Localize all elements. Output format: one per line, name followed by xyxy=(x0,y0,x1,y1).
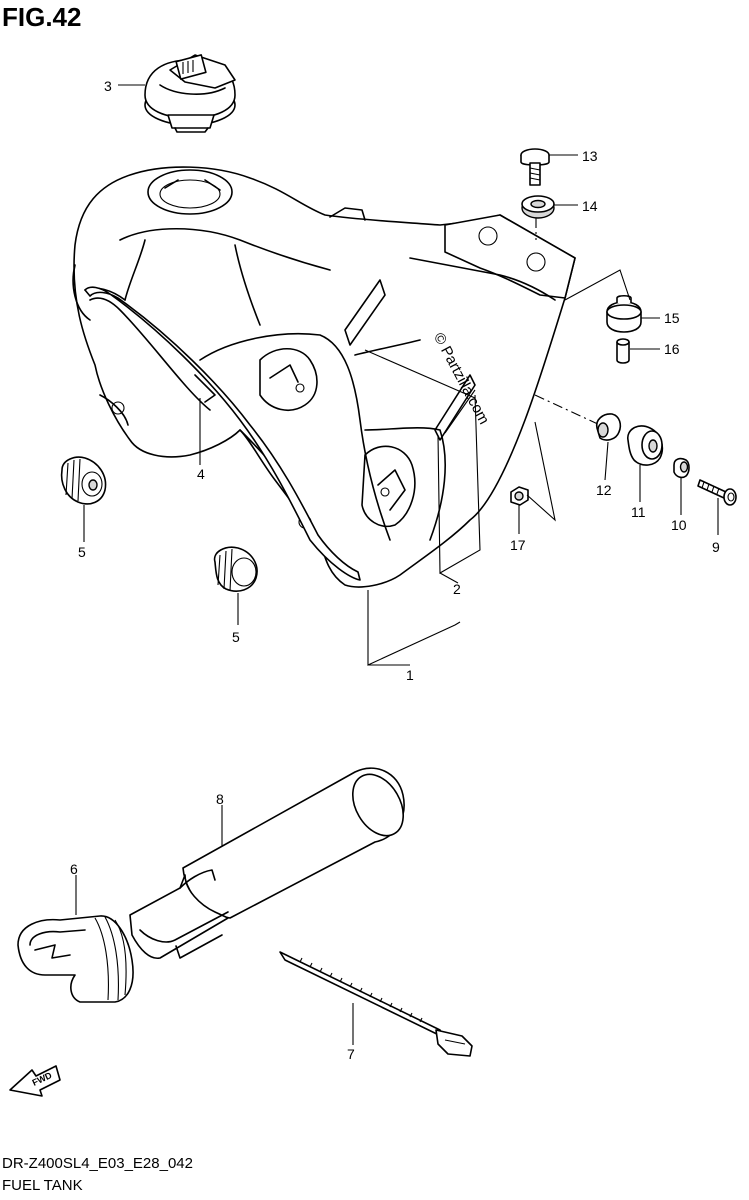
protector-tube xyxy=(129,767,405,960)
fuel-cap xyxy=(144,54,236,133)
bolt-9 xyxy=(697,479,737,506)
cushion-12 xyxy=(595,413,622,441)
cushion-15 xyxy=(606,294,642,333)
callout-17: 17 xyxy=(510,537,526,553)
callout-13: 13 xyxy=(582,148,598,164)
bolt-13 xyxy=(520,148,550,186)
cushion-clamp xyxy=(17,915,134,1003)
spacer-16 xyxy=(616,338,630,364)
callout-9: 9 xyxy=(712,539,720,555)
washer-14 xyxy=(521,195,555,219)
callout-3: 3 xyxy=(104,78,112,94)
cushion-grommet-upper xyxy=(60,456,107,505)
cable-tie xyxy=(279,951,473,1057)
callout-2: 2 xyxy=(453,581,461,597)
fwd-arrow: FWD xyxy=(9,1065,61,1097)
callout-16: 16 xyxy=(664,341,680,357)
callout-4: 4 xyxy=(197,466,205,482)
leader-lines xyxy=(75,84,719,1045)
callout-5-upper: 5 xyxy=(78,544,86,560)
callout-5-lower: 5 xyxy=(232,629,240,645)
collar-10 xyxy=(673,457,690,479)
callout-1: 1 xyxy=(406,667,414,683)
fuel-tank xyxy=(72,166,576,588)
section-name: FUEL TANK xyxy=(2,1177,83,1194)
model-code: DR-Z400SL4_E03_E28_042 xyxy=(2,1155,193,1172)
nut-17 xyxy=(510,486,529,506)
callout-14: 14 xyxy=(582,198,598,214)
callout-10: 10 xyxy=(671,517,687,533)
cushion-11 xyxy=(627,425,664,466)
callout-11: 11 xyxy=(631,504,646,520)
edging-strip xyxy=(84,286,361,581)
callout-12: 12 xyxy=(596,482,612,498)
callout-6: 6 xyxy=(70,861,78,877)
cushion-grommet-lower xyxy=(213,546,258,592)
callout-15: 15 xyxy=(664,310,680,326)
callout-7: 7 xyxy=(347,1046,355,1062)
callout-8: 8 xyxy=(216,791,224,807)
figure-title: FIG.42 xyxy=(2,2,82,32)
